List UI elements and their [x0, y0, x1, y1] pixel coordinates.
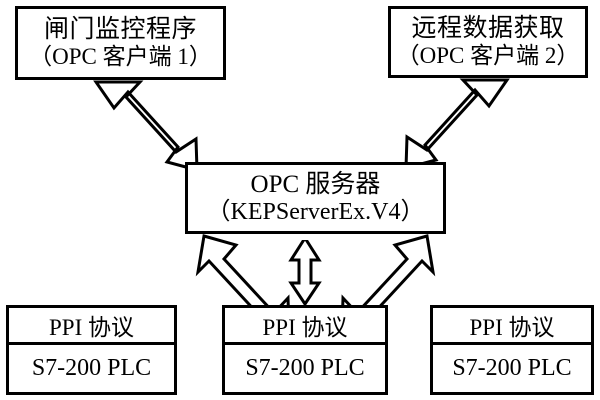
plc-box-1: PPI 协议 S7-200 PLC — [6, 305, 177, 395]
plc-1-protocol-label: PPI 协议 — [9, 308, 174, 345]
client-left-subtitle: （OPC 客户端 1） — [29, 44, 212, 70]
server-subtitle: （KEPServerEx.V4） — [206, 198, 425, 225]
arrow-server-plc-2 — [288, 232, 322, 307]
client-box-remote-data-acquisition: 远程数据获取 （OPC 客户端 2） — [388, 6, 588, 78]
plc-box-2: PPI 协议 S7-200 PLC — [222, 305, 388, 395]
arrow-server-client-right — [404, 78, 510, 170]
plc-2-device-label: S7-200 PLC — [245, 355, 365, 381]
plc-3-device-label: S7-200 PLC — [452, 355, 572, 381]
plc-box-3: PPI 协议 S7-200 PLC — [430, 305, 594, 395]
client-box-gate-monitoring: 闸门监控程序 （OPC 客户端 1） — [15, 6, 226, 80]
client-right-subtitle: （OPC 客户端 2） — [396, 43, 580, 69]
plc-2-protocol-label: PPI 协议 — [225, 308, 385, 345]
server-title: OPC 服务器 — [250, 170, 381, 198]
client-left-title: 闸门监控程序 — [43, 16, 197, 44]
arrow-server-client-left — [93, 80, 199, 172]
plc-1-device-label: S7-200 PLC — [31, 355, 152, 381]
plc-3-protocol-label: PPI 协议 — [433, 308, 591, 345]
opc-server-box: OPC 服务器 （KEPServerEx.V4） — [185, 162, 446, 234]
client-right-title: 远程数据获取 — [411, 15, 565, 43]
